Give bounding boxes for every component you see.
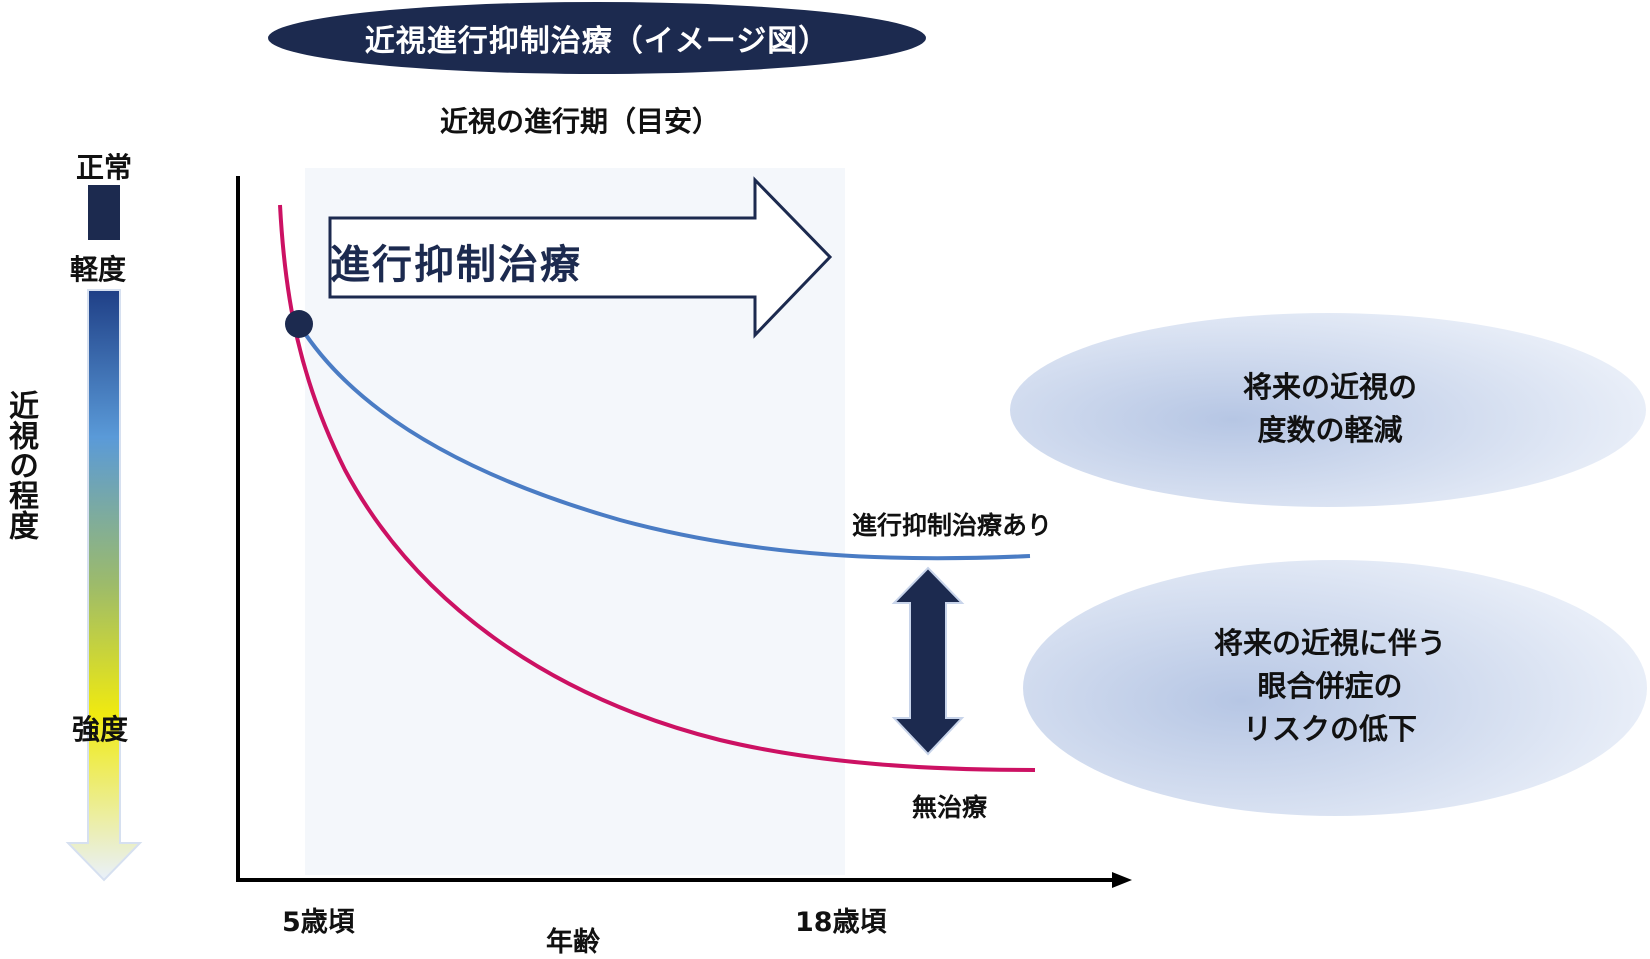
diagram-title: 近視進行抑制治療（イメージ図）: [268, 2, 926, 74]
severity-normal-label: 正常: [76, 151, 133, 184]
benefit-risk-line-2: 眼合併症の: [1257, 669, 1403, 703]
period-label: 近視の進行期（目安）: [440, 105, 721, 138]
treated-curve: [298, 324, 1031, 561]
x-axis-label: 年齢: [546, 927, 600, 958]
benefit-text-degree: 将来の近視の 度数の軽減: [1160, 366, 1500, 452]
severity-strong-label: 強度: [72, 713, 129, 746]
x-axis-arrowhead: [1112, 872, 1132, 888]
treatment-start-dot: [285, 310, 313, 338]
benefit-risk-line-3: リスクの低下: [1242, 712, 1417, 746]
severity-mild-label: 軽度: [70, 253, 127, 286]
benefit-degree-line-1: 将来の近視の: [1242, 370, 1417, 404]
normal-bar: [88, 185, 120, 240]
untreated-curve: [278, 204, 1036, 772]
difference-double-arrow: [891, 566, 965, 756]
treated-curve-label: 進行抑制治療あり: [852, 511, 1053, 540]
treatment-arrow: [328, 176, 833, 339]
benefit-text-risk: 将来の近視に伴う 眼合併症の リスクの低下: [1160, 622, 1500, 751]
benefit-risk-line-1: 将来の近視に伴う: [1213, 626, 1446, 660]
severity-axis-label: 近視の程度: [3, 390, 38, 540]
x-tick-end: 18歳頃: [795, 907, 887, 938]
benefit-degree-line-2: 度数の軽減: [1257, 413, 1403, 447]
benefit-bubble-degree: [1010, 313, 1646, 507]
severity-gradient-arrow: [65, 289, 143, 882]
untreated-curve-label: 無治療: [912, 793, 988, 822]
benefit-bubble-risk: [1023, 560, 1647, 816]
x-tick-start: 5歳頃: [282, 907, 355, 938]
treatment-arrow-label: 進行抑制治療: [330, 242, 582, 288]
